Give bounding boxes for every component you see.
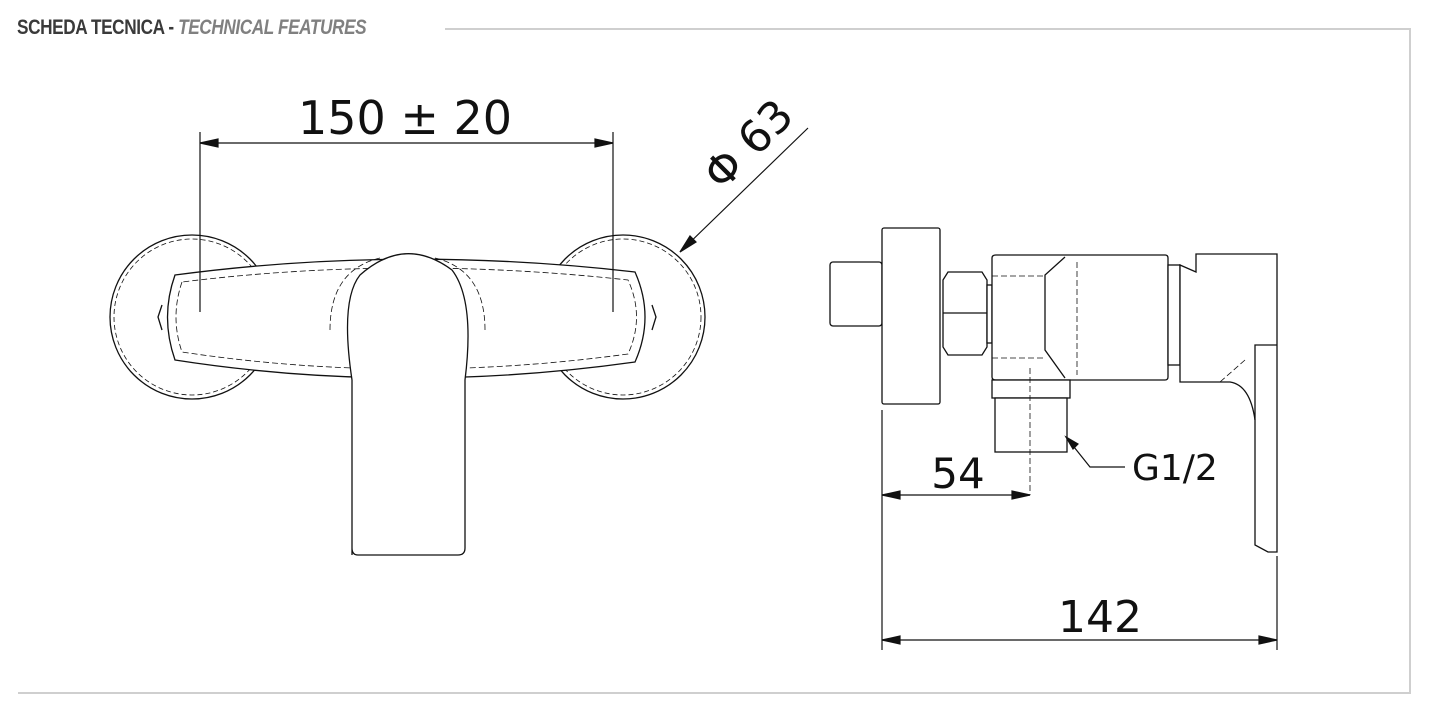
- dimension-142: [881, 556, 1278, 650]
- page-title: SCHEDA TECNICA - TECHNICAL FEATURES: [17, 16, 367, 40]
- dimension-diameter: [679, 127, 809, 253]
- frame: [18, 28, 1411, 694]
- title-italian: SCHEDA TECNICA: [17, 16, 165, 39]
- title-english: TECHNICAL FEATURES: [178, 16, 367, 39]
- side-view-hidden-lines: [992, 262, 1246, 495]
- dimension-150: [199, 132, 614, 312]
- dimension-width-label: 150 ± 20: [298, 91, 512, 145]
- thread-leader: [1064, 435, 1125, 468]
- side-view: [829, 227, 1278, 553]
- dimension-54: [881, 410, 1031, 650]
- dimension-54-label: 54: [931, 449, 984, 498]
- title-separator: -: [168, 16, 174, 39]
- dimension-142-label: 142: [1058, 592, 1142, 643]
- thread-label: G1/2: [1132, 448, 1218, 489]
- front-view: [109, 234, 706, 556]
- dimension-diameter-label: Φ 63: [694, 90, 804, 200]
